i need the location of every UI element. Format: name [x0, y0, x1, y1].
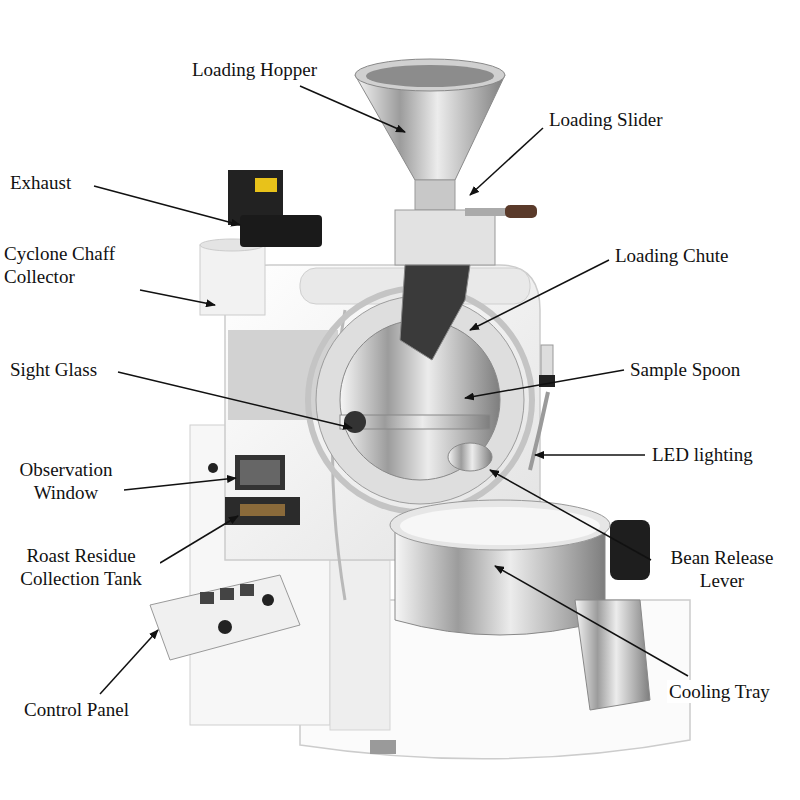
machine-foot	[370, 740, 396, 754]
panel-display	[200, 592, 214, 604]
leader-line	[535, 454, 645, 456]
hopper-rim	[355, 59, 505, 91]
control-panel	[150, 575, 300, 660]
slider-rod	[465, 208, 510, 216]
part-label: Loading Hopper	[190, 58, 319, 81]
part-label: Roast Residue Collection Tank	[2, 544, 160, 590]
leader-group	[94, 86, 688, 694]
sight-glass	[344, 411, 366, 433]
leader-line	[94, 186, 240, 225]
part-label: Observation Window	[8, 458, 124, 504]
exhaust-badge	[255, 178, 277, 192]
leader-line	[465, 370, 624, 398]
hopper-opening	[366, 65, 494, 87]
side-panel	[330, 560, 390, 730]
cooling-tray-inside	[400, 507, 600, 545]
panel-display	[220, 588, 234, 600]
leader-line	[470, 128, 543, 195]
hopper-neck	[415, 180, 455, 210]
led-gooseneck	[530, 392, 548, 470]
part-label: Exhaust	[8, 171, 73, 194]
leader-line	[118, 372, 352, 428]
window-grille	[240, 460, 280, 485]
part-label: Bean Release Lever	[655, 546, 789, 592]
part-label: Cyclone Chaff Collector	[2, 242, 142, 288]
tray-outlet	[575, 600, 650, 710]
panel-display	[240, 584, 254, 596]
leader-line	[490, 470, 651, 560]
cooling-tray-rim	[390, 500, 610, 550]
panel-knob	[218, 620, 232, 634]
body-knob	[208, 463, 218, 473]
part-label: Sight Glass	[8, 358, 99, 381]
exhaust-duct	[240, 215, 322, 247]
loading-chute	[400, 265, 470, 360]
slider-handle	[505, 205, 537, 218]
part-label: Sample Spoon	[628, 358, 742, 381]
leader-line	[160, 516, 238, 563]
part-label: Control Panel	[22, 698, 131, 721]
panel-knob	[262, 594, 274, 606]
stirring-motor	[610, 520, 650, 580]
residue-tank	[225, 497, 300, 525]
leader-line	[124, 478, 236, 490]
leader-line	[100, 630, 158, 694]
leader-line	[140, 290, 215, 305]
part-label: Loading Chute	[613, 244, 730, 267]
part-label: Loading Slider	[547, 108, 664, 131]
slider-box	[395, 210, 495, 265]
part-label: LED lighting	[650, 443, 755, 466]
residue-tank-handle	[240, 504, 285, 516]
observation-window	[235, 455, 285, 490]
part-label: Cooling Tray	[667, 680, 772, 703]
bean-release-lever	[448, 443, 492, 471]
leader-line	[300, 86, 405, 132]
leader-line	[470, 260, 609, 330]
